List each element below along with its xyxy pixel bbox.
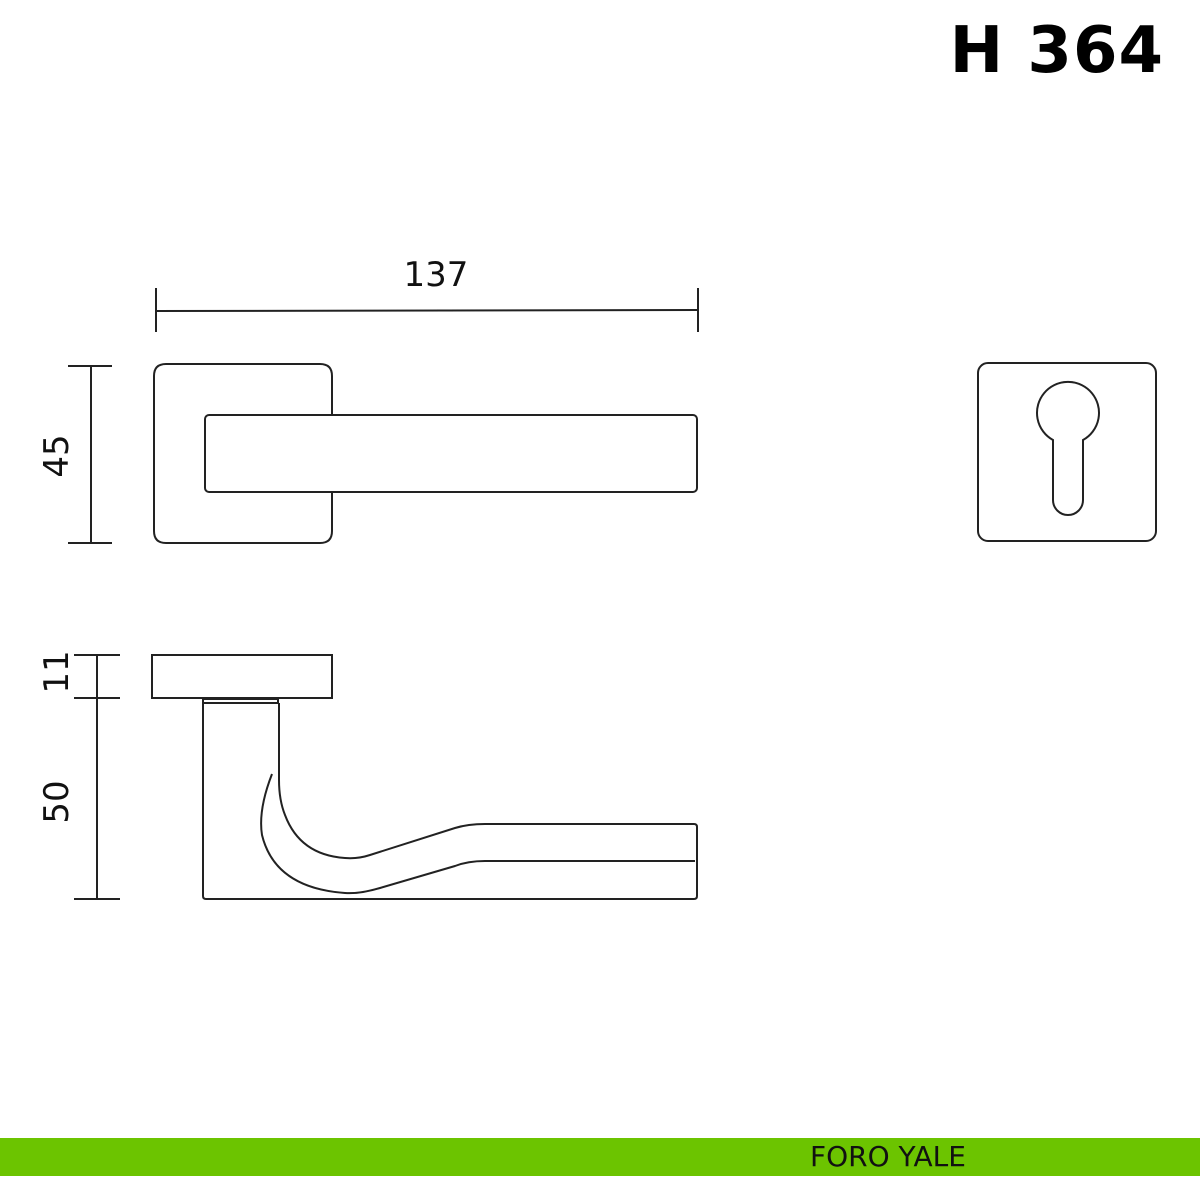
projection-label: 50 [37,780,77,823]
length-label: 137 [404,255,469,295]
handle-side-view [151,654,698,900]
key-escutcheon [977,362,1157,542]
dimension-rosette-height: 45 [37,365,112,544]
dimension-length: 137 [155,255,699,332]
handle-front-view [153,363,698,544]
rosette-height-label: 45 [37,434,77,477]
dimension-side: 11 50 [37,650,120,900]
footer-label: FORO YALE [810,1140,966,1173]
model-code: H 364 [949,14,1164,88]
footer-bar: FORO YALE [0,1138,1200,1176]
rosette-thickness-label: 11 [37,650,77,693]
